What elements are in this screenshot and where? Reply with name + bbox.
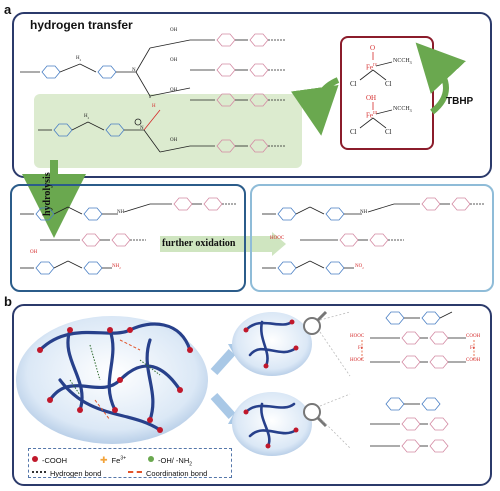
fe-iv-ligand: NCCH3 — [393, 58, 412, 66]
fe-oxo-o: O — [370, 44, 376, 52]
cooh-bead-icon — [32, 456, 38, 463]
network-sphere-large — [16, 316, 208, 444]
hydrogen-transfer-title: hydrogen transfer — [30, 18, 133, 32]
h2-label-1: H2 — [76, 56, 82, 62]
oh-label-hydrolysis: OH — [30, 250, 38, 255]
hydrolysis-products — [20, 197, 236, 275]
legend-ohnh2: -OH/ -NH2 — [148, 450, 192, 468]
nh2-label: NH2 — [112, 264, 121, 270]
panel-a-letter: a — [4, 2, 12, 17]
benzene-ring — [429, 355, 449, 369]
cycle-arrow-tbhp — [415, 42, 466, 115]
oh-label-4: OH — [170, 138, 178, 143]
polymer-chains-upper — [244, 320, 298, 368]
fe-complex-drawing — [359, 52, 393, 129]
cation-charge — [134, 118, 142, 126]
benzene-ring — [401, 439, 421, 453]
oh-label-1: OH — [170, 28, 178, 33]
magnifier-upper — [303, 310, 328, 335]
oh-label-3: OH — [170, 88, 178, 93]
tbhp-label: TBHP — [446, 96, 474, 107]
fe-iv-label: FeIV — [366, 62, 378, 72]
fe-iv-cl-right: Cl — [385, 80, 392, 88]
zoom-guides — [319, 311, 351, 449]
further-oxidation-arrowhead — [272, 232, 286, 256]
fe-iv-cl-left: Cl — [350, 80, 357, 88]
ohnh2-bead-icon — [148, 456, 154, 463]
benzene-ring — [421, 311, 441, 325]
transform-arrow-down — [210, 392, 236, 420]
legend-fe: ✚ Fe3+ — [100, 455, 127, 465]
dimer-structure-top — [20, 33, 285, 153]
benzene-ring — [421, 397, 441, 411]
panel-b-letter: b — [4, 294, 12, 309]
legend-coord: Coordination bond — [128, 463, 207, 481]
legend-cooh: -COOH — [32, 450, 67, 468]
nh-label-oxidation: NH — [360, 210, 368, 215]
fe-iii-cl-right: Cl — [385, 128, 392, 136]
zoomed-coordination-bonds — [361, 340, 475, 360]
fe-iii-ligand: NCCH3 — [393, 106, 412, 114]
benzene-ring — [385, 397, 405, 411]
zoomed-structures — [370, 311, 466, 453]
zoom-hooc-left-2: HOOC — [350, 358, 365, 363]
panel-a-top-frame — [12, 12, 492, 178]
fe-iii-label: FeIII — [366, 110, 377, 120]
polymer-chains-lower — [244, 402, 298, 448]
h2-label-2: H2 — [84, 114, 90, 120]
n-label-1: N — [132, 68, 136, 73]
h-label-red: H — [152, 104, 156, 109]
magnifier-lower — [303, 403, 328, 428]
further-oxidation-label: further oxidation — [162, 238, 236, 249]
benzene-ring — [401, 417, 421, 431]
nh-label-hydrolysis: NH — [117, 210, 125, 215]
fe-iii-cl-left: Cl — [350, 128, 357, 136]
benzene-ring — [385, 311, 405, 325]
oxidation-products-frame — [250, 184, 494, 292]
legend-hbond: Hydrogen bond — [32, 463, 101, 481]
benzene-ring — [429, 331, 449, 345]
n-label-2: N — [140, 126, 144, 131]
zoom-fe-right: Fe — [470, 346, 475, 351]
hydrogen-bonds-large — [69, 344, 161, 396]
fe-star-icon: ✚ — [100, 455, 108, 465]
benzene-ring — [429, 439, 449, 453]
hooc-label: HOOC — [270, 236, 285, 241]
network-sphere-upper — [232, 312, 312, 376]
zoom-hooc-left: HOOC — [350, 334, 365, 339]
hbond-line-icon — [32, 471, 46, 474]
oh-label-2: OH — [170, 58, 178, 63]
cycle-arrow-to-band — [290, 77, 340, 136]
oxidation-products — [262, 197, 484, 275]
cooh-beads-large — [37, 327, 193, 433]
benzene-ring — [401, 331, 421, 345]
benzene-ring — [429, 417, 449, 431]
hydrolysis-products-frame — [10, 184, 246, 292]
transform-arrow-up — [210, 348, 236, 376]
zoom-fe-left: Fe — [358, 346, 363, 351]
panel-b-frame — [12, 304, 492, 486]
coordination-bonds-large — [94, 339, 141, 421]
benzene-ring — [401, 355, 421, 369]
network-sphere-lower — [232, 392, 312, 456]
zoom-cooh-right: COOH — [466, 334, 481, 339]
no2-label: NO2 — [355, 264, 364, 270]
fe-oh-label: OH — [366, 94, 377, 102]
coord-line-icon — [128, 471, 142, 474]
zoom-cooh-right-2: COOH — [466, 358, 481, 363]
